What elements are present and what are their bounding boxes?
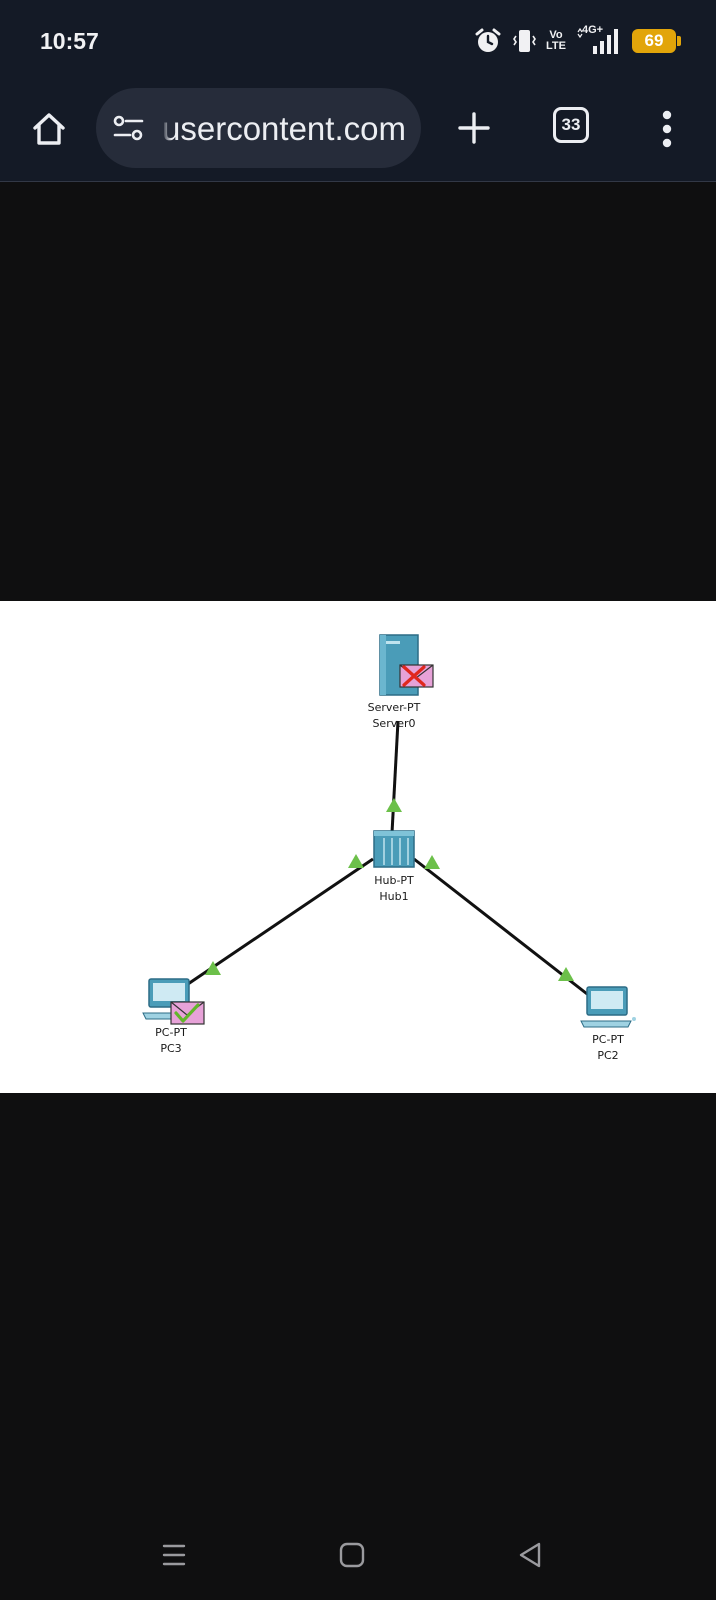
link-server-hub <box>390 720 400 834</box>
home-nav-button[interactable] <box>328 1535 376 1575</box>
home-button[interactable] <box>26 106 72 152</box>
more-vert-icon <box>662 110 672 148</box>
home-icon <box>33 113 65 145</box>
clock: 10:57 <box>40 28 99 54</box>
new-tab-button[interactable] <box>452 106 496 150</box>
node-name: PC3 <box>160 1042 182 1055</box>
network-type: 4G+ <box>582 24 604 36</box>
status-bar: 10:57 Vo LTE 4G+ <box>0 0 716 84</box>
hub-icon <box>373 830 415 868</box>
battery-icon: 69 <box>632 29 681 53</box>
failed-envelope-icon <box>399 664 434 688</box>
link-hub-pc3 <box>187 857 374 986</box>
server-label: Server-PT Server0 <box>344 700 444 732</box>
link-indicator <box>205 961 221 975</box>
web-content: Server-PT Server0 Hub-PT Hub1 PC-PT PC3 … <box>0 183 716 1513</box>
plus-icon <box>458 112 490 144</box>
overflow-menu-button[interactable] <box>652 106 682 152</box>
recent-apps-button[interactable] <box>150 1535 198 1575</box>
node-name: Server0 <box>372 717 416 730</box>
link-hub-pc2 <box>413 857 592 999</box>
system-navigation-bar <box>0 1513 716 1600</box>
tab-count: 33 <box>561 115 581 134</box>
link-indicator <box>558 967 574 981</box>
url-text: usercontent.com <box>162 110 406 150</box>
browser-toolbar: usercontent.com 33 <box>0 84 716 182</box>
back-button[interactable] <box>506 1535 554 1575</box>
node-type: PC-PT <box>155 1026 187 1039</box>
node-type: PC-PT <box>592 1033 624 1046</box>
home-nav-icon <box>339 1542 365 1568</box>
node-name: PC2 <box>597 1049 619 1062</box>
volte-top: Vo <box>549 29 563 41</box>
pc-icon <box>580 986 636 1028</box>
pc2-label: PC-PT PC2 <box>558 1032 658 1064</box>
battery-level: 69 <box>644 31 664 50</box>
tab-switcher-button[interactable]: 33 <box>553 107 589 143</box>
alarm-icon <box>474 27 502 55</box>
node-type: Hub-PT <box>374 874 414 887</box>
pc3-label: PC-PT PC3 <box>121 1025 221 1057</box>
back-icon <box>519 1542 541 1568</box>
volte-icon: Vo LTE <box>546 30 566 52</box>
node-type: Server-PT <box>367 701 421 714</box>
volte-bottom: LTE <box>546 40 566 52</box>
network-topology-image: Server-PT Server0 Hub-PT Hub1 PC-PT PC3 … <box>0 601 716 1093</box>
vibrate-icon <box>512 27 536 55</box>
topology-svg <box>142 634 636 1028</box>
link-indicator <box>386 798 402 812</box>
signal-icon: 4G+ <box>576 24 622 56</box>
site-settings-icon[interactable] <box>112 114 146 142</box>
link-indicator <box>348 854 364 868</box>
pc-icon <box>142 978 194 1020</box>
hub-label: Hub-PT Hub1 <box>344 873 444 905</box>
node-name: Hub1 <box>379 890 409 903</box>
link-indicator <box>424 855 440 869</box>
url-bar[interactable]: usercontent.com <box>96 88 421 168</box>
status-icons: Vo LTE 4G+ 69 <box>474 24 681 56</box>
recent-apps-icon <box>162 1544 186 1566</box>
success-envelope-icon <box>170 1001 205 1025</box>
